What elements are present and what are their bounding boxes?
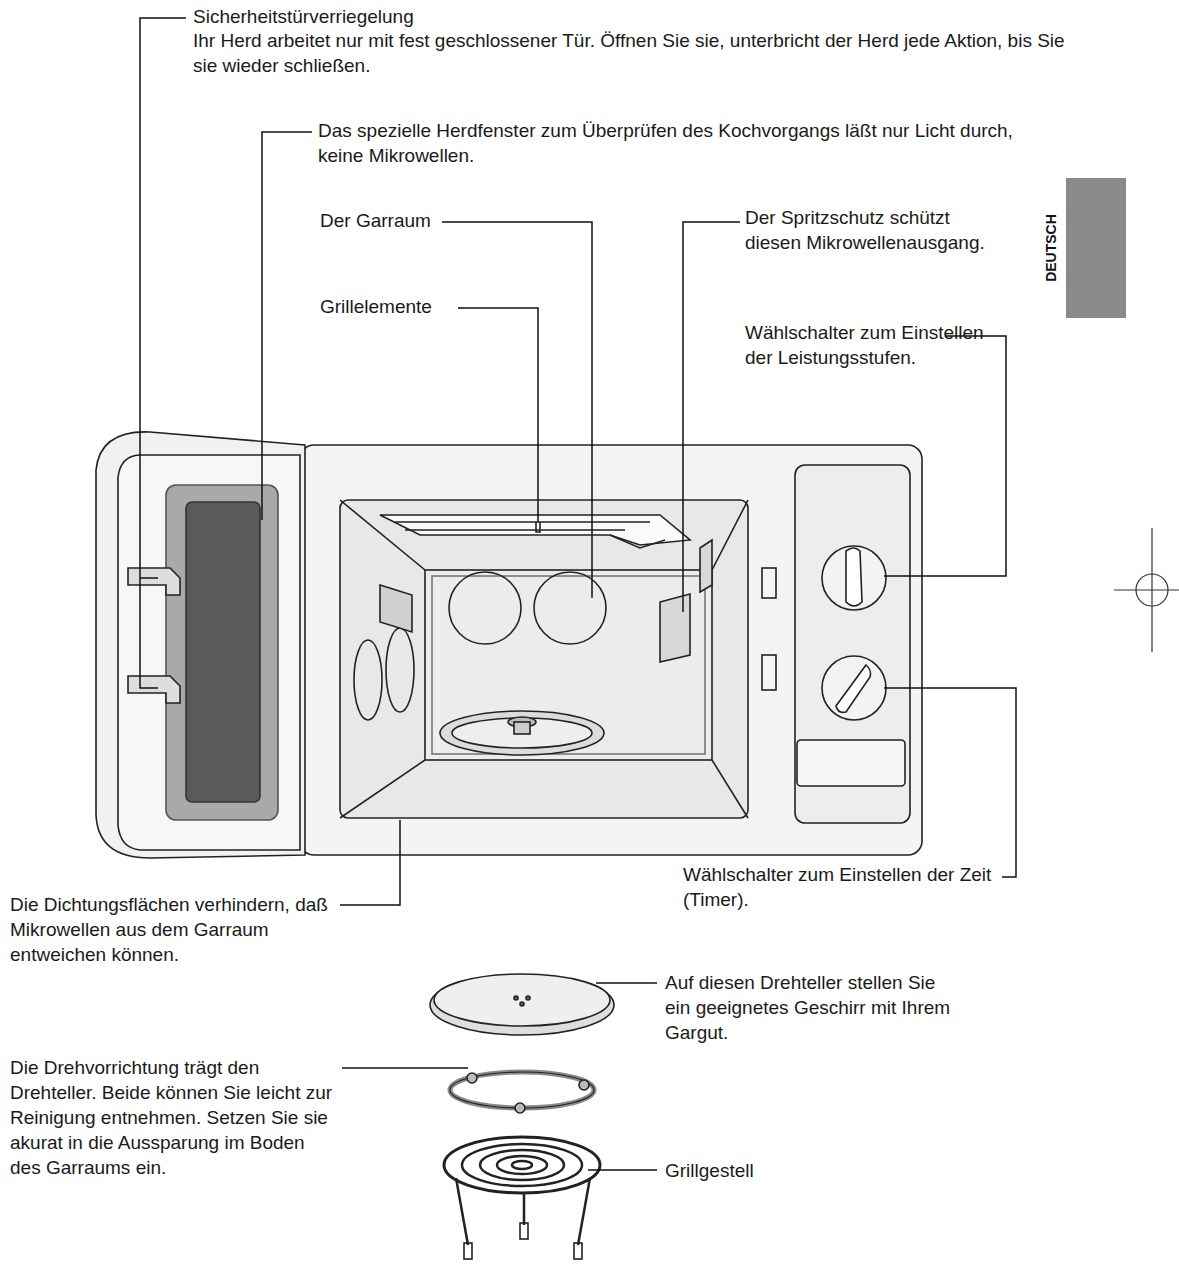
callout-text: Die Dichtungsflächen verhindern, daß Mik… (10, 892, 340, 967)
note-text: Ihr Herd arbeitet nur mit fest geschloss… (193, 28, 1073, 78)
callout-text: Wählschalter zum Einstellen der Zeit (Ti… (683, 862, 993, 912)
part-name: Grillelemente (320, 294, 520, 319)
callout-text: Das spezielle Herdfenster zum Überprüfen… (318, 118, 1018, 168)
callout-text: Die Drehvorrichtung trägt den Drehteller… (10, 1055, 340, 1180)
part-name: Der Garraum (320, 208, 520, 233)
callout-text: Auf diesen Drehteller stellen Sie ein ge… (665, 970, 965, 1045)
part-name: Grillgestell (665, 1158, 865, 1183)
language-tab: DEUTSCH (1036, 178, 1126, 318)
callout-text: Wählschalter zum Einstellen der Leistung… (745, 320, 995, 370)
tab-text: DEUTSCH (1043, 214, 1059, 282)
callout-text: Der Spritzschutz schützt diesen Mikrowel… (745, 205, 995, 255)
part-name: Sicherheitstürverriegelung (193, 4, 893, 29)
